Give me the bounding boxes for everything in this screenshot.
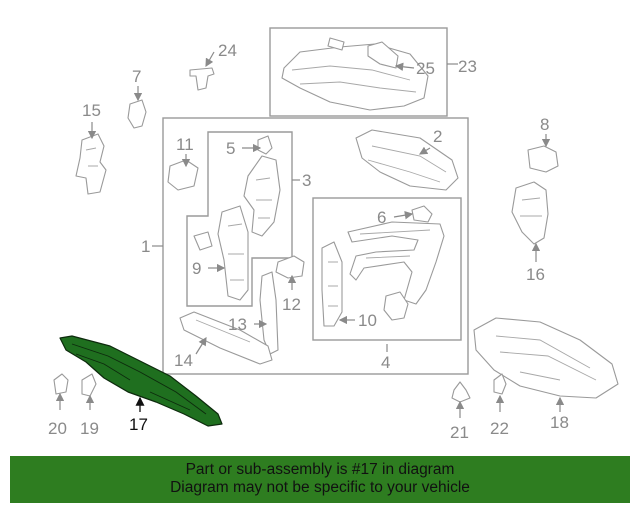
callout-23: 23 [458,57,477,76]
part-bracket-7 [127,99,147,129]
callout-2: 2 [433,127,442,146]
part-seal-17-highlighted [59,335,223,427]
callout-10: 10 [358,311,377,330]
group-frame-23 [269,27,448,117]
callout-14: 14 [174,351,193,370]
group-frame-4 [312,197,462,341]
info-banner: Part or sub-assembly is #17 in diagram D… [10,456,630,503]
part-reinforcement-3 [243,155,281,237]
callout-17: 17 [129,415,148,434]
callout-1: 1 [141,237,150,256]
part-bracket-16 [511,181,549,245]
callout-4: 4 [381,353,390,372]
part-clip-21 [451,381,471,403]
callout-11: 11 [176,135,194,154]
callout-20: 20 [48,419,67,438]
callout-19: 19 [80,419,99,438]
part-member-9 [193,205,249,301]
part-bracket-15 [75,133,107,195]
banner-line-part: Part or sub-assembly is #17 in diagram [185,461,455,478]
callout-12: 12 [282,295,301,314]
callout-13: 13 [228,315,247,334]
part-bracket-11 [167,159,199,191]
callout-7: 7 [132,67,141,86]
part-bracket-12 [275,255,305,279]
part-clip-24 [189,67,215,91]
part-clip-19 [81,373,97,397]
part-clip-20 [53,373,69,395]
part-support-2 [355,129,459,191]
banner-line-disclaimer: Diagram may not be specific to your vehi… [170,479,470,496]
callout-21: 21 [450,423,469,442]
part-member-13 [259,271,279,355]
part-bracket-5 [257,135,273,155]
callout-9: 9 [192,259,201,278]
group-frame-3 [186,131,293,307]
part-bracket-8 [527,145,559,173]
leader-lines [55,51,565,418]
part-member-10 [321,241,343,327]
callout-8: 8 [540,115,549,134]
callout-5: 5 [226,139,235,158]
part-clip-22 [493,373,507,395]
part-member-14 [179,311,273,365]
part-engine-cover [281,37,429,111]
callout-6: 6 [377,208,386,227]
callout-16: 16 [526,265,545,284]
callout-18: 18 [550,413,569,432]
callout-25: 25 [416,59,435,78]
callout-3: 3 [302,171,311,190]
callout-24: 24 [218,41,237,60]
callout-22: 22 [490,419,509,438]
callout-15: 15 [82,101,101,120]
part-undercover-18 [473,317,619,399]
part-bracket-6 [411,205,433,223]
part-support-4 [347,221,445,321]
